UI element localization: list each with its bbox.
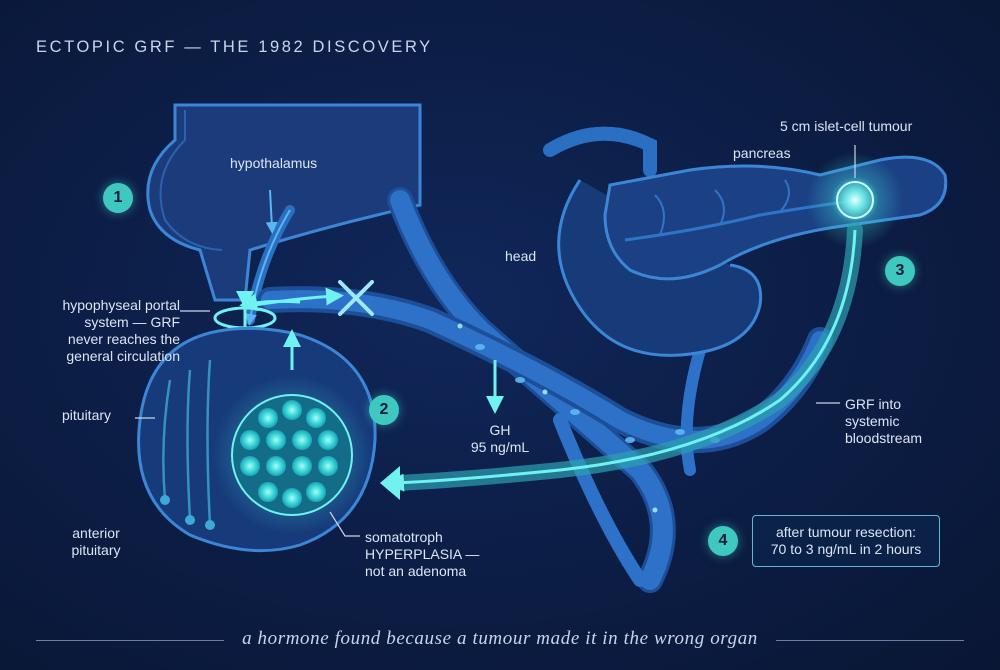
label-portal-line: general circulation [66, 348, 180, 364]
blocked-x-icon [338, 280, 374, 316]
label-portal-system: hypophyseal portal system — GRF never re… [30, 297, 180, 365]
caption-rule-left [36, 640, 224, 641]
label-tumour: 5 cm islet-cell tumour [780, 118, 913, 134]
portal-system [180, 287, 344, 330]
label-anterior-line: pituitary [71, 542, 121, 558]
label-portal-line: system — GRF [84, 314, 180, 330]
note-line: 70 to 3 ng/mL in 2 hours [770, 541, 922, 557]
label-head: head [505, 248, 537, 264]
label-grf-line: GRF into [845, 396, 902, 412]
hypothalamus-shape [146, 103, 422, 302]
label-hypothalamus: hypothalamus [230, 155, 318, 171]
grf-systemic-path [380, 222, 863, 500]
label-grf-line: bloodstream [845, 430, 923, 446]
tumour-glow [807, 145, 903, 248]
somatotroph-cluster [212, 329, 372, 537]
step-badge-1: 1 [103, 183, 133, 213]
resection-note-box: after tumour resection: 70 to 3 ng/mL in… [752, 515, 940, 567]
label-grf-line: systemic [845, 413, 900, 429]
label-pituitary: pituitary [62, 407, 112, 423]
note-line: after tumour resection: [775, 524, 917, 540]
page-title: ECTOPIC GRF — THE 1982 DISCOVERY [36, 38, 433, 56]
label-portal-line: hypophyseal portal [62, 297, 180, 313]
step-badge-2: 2 [369, 395, 399, 425]
step-badge-4: 4 [708, 526, 738, 556]
label-portal-line: never reaches the [67, 331, 180, 347]
step-badge-3: 3 [885, 256, 915, 286]
label-grf-systemic: GRF into systemic bloodstream [845, 396, 922, 447]
label-soma-line: not an adenoma [365, 563, 467, 579]
caption: a hormone found because a tumour made it… [242, 628, 758, 649]
label-gh-line: 95 ng/mL [470, 439, 530, 455]
label-somatotroph: somatotroph HYPERPLASIA — not an adenoma [365, 529, 479, 580]
caption-rule-right [776, 640, 964, 641]
leader-lines [135, 402, 840, 419]
label-anterior-line: anterior [72, 525, 120, 541]
label-gh-line: GH [489, 422, 511, 438]
label-anterior-pituitary: anterior pituitary [56, 525, 136, 559]
label-soma-line: somatotroph [365, 529, 443, 545]
label-soma-line: HYPERPLASIA — [365, 546, 480, 562]
label-gh: GH 95 ng/mL [460, 422, 540, 456]
label-pancreas: pancreas [733, 145, 791, 161]
